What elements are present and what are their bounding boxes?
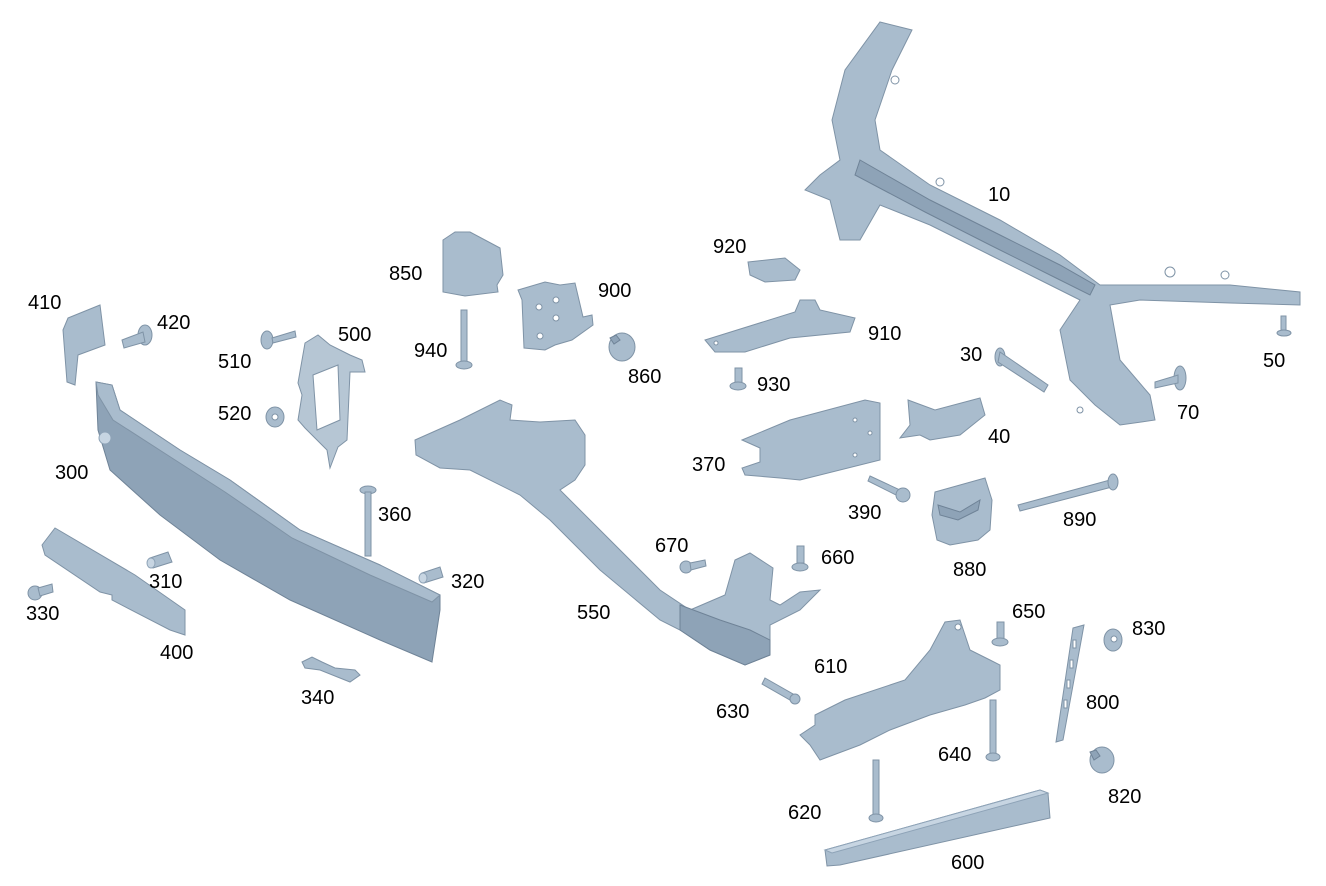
part-label-850: 850 (389, 263, 423, 285)
part-label-610: 610 (814, 656, 848, 678)
part-920-clip (747, 257, 801, 283)
part-label-30: 30 (960, 344, 983, 366)
part-label-830: 830 (1132, 618, 1166, 640)
part-label-340: 340 (301, 687, 335, 709)
part-label-920: 920 (713, 236, 747, 258)
part-910-plate (704, 299, 856, 353)
part-310-sleeve (146, 551, 173, 569)
part-label-890: 890 (1063, 509, 1097, 531)
part-930-bolt (729, 367, 747, 391)
part-label-650: 650 (1012, 601, 1046, 623)
part-320-sleeve (418, 566, 444, 584)
part-940-bolt (455, 309, 473, 370)
part-label-320: 320 (451, 571, 485, 593)
part-340-plate (301, 656, 361, 683)
part-label-860: 860 (628, 366, 662, 388)
part-300-bumper-beam (95, 381, 441, 663)
part-830-nut (1103, 628, 1123, 652)
part-label-330: 330 (26, 603, 60, 625)
part-label-670: 670 (655, 535, 689, 557)
part-label-420: 420 (157, 312, 191, 334)
part-800-strap (1055, 624, 1085, 743)
part-70-rivet (1154, 365, 1187, 391)
part-label-820: 820 (1108, 786, 1142, 808)
part-label-370: 370 (692, 454, 726, 476)
part-370-crash-box (740, 399, 881, 481)
part-label-400: 400 (160, 642, 194, 664)
part-label-390: 390 (848, 502, 882, 524)
part-850-block (442, 231, 504, 297)
part-label-800: 800 (1086, 692, 1120, 714)
part-label-40: 40 (988, 426, 1011, 448)
part-860-bolt (608, 332, 636, 362)
part-label-510: 510 (218, 351, 252, 373)
part-label-520: 520 (218, 403, 252, 425)
part-610-lower-side-member (799, 619, 1001, 761)
part-880-block (931, 477, 993, 546)
part-600-lower-crossmember (823, 789, 1051, 867)
part-50-screw (1276, 315, 1292, 337)
part-label-900: 900 (598, 280, 632, 302)
part-640-bolt (985, 699, 1001, 762)
part-label-360: 360 (378, 504, 412, 526)
part-330-bolt (27, 583, 54, 601)
part-900-bracket (517, 281, 594, 351)
part-label-630: 630 (716, 701, 750, 723)
part-550-longitudinal-member (414, 399, 822, 666)
part-label-410: 410 (28, 292, 62, 314)
part-label-10: 10 (988, 184, 1011, 206)
part-label-500: 500 (338, 324, 372, 346)
part-label-620: 620 (788, 802, 822, 824)
part-40-cover (898, 397, 986, 441)
part-890-long-bolt (1017, 473, 1119, 512)
part-label-310: 310 (149, 571, 183, 593)
part-label-600: 600 (951, 852, 985, 874)
part-650-bolt (991, 621, 1009, 647)
part-label-940: 940 (414, 340, 448, 362)
part-360-bolt (359, 485, 377, 557)
part-30-bolt (994, 347, 1049, 393)
part-620-bolt (868, 759, 884, 823)
part-label-70: 70 (1177, 402, 1200, 424)
part-label-640: 640 (938, 744, 972, 766)
part-label-50: 50 (1263, 350, 1286, 372)
part-520-nut (265, 406, 285, 428)
part-630-bolt (761, 677, 801, 705)
part-label-880: 880 (953, 559, 987, 581)
part-820-bolt (1089, 746, 1115, 774)
part-670-bolt (679, 559, 707, 574)
part-label-660: 660 (821, 547, 855, 569)
part-510-screw (260, 330, 297, 350)
part-410-end-cap (62, 304, 106, 386)
part-label-300: 300 (55, 462, 89, 484)
part-label-930: 930 (757, 374, 791, 396)
part-400-rail (41, 527, 186, 636)
part-660-bolt (791, 545, 809, 572)
part-10-carrier (804, 21, 1301, 426)
part-500-sensor-bracket (297, 334, 366, 470)
part-420-bolt (121, 324, 153, 349)
part-label-910: 910 (868, 323, 902, 345)
part-label-550: 550 (577, 602, 611, 624)
part-390-bolt (867, 475, 911, 503)
